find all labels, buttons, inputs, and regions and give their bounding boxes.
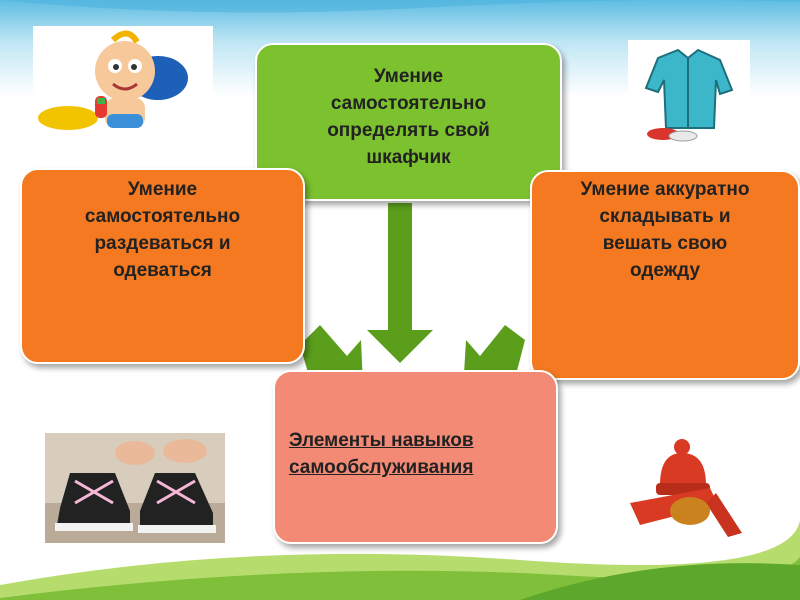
hat-and-scarf-icon [620, 433, 750, 541]
baby-with-toys-icon [33, 26, 213, 136]
skill-locker-box: Умение самостоятельно определять свой шк… [255, 43, 562, 201]
skill-dressing-box: Умение самостоятельно раздеваться и одев… [20, 168, 305, 364]
shirt-and-shoes-icon [628, 40, 750, 148]
skill-folding-text: Умение аккуратно складывать и вешать сво… [580, 179, 750, 281]
tying-sneakers-photo [45, 433, 225, 543]
self-service-elements-text: Элементы навыков самообслуживания [289, 430, 474, 478]
skill-locker-text: Умение самостоятельно определять свой шк… [327, 66, 490, 168]
skill-folding-box: Умение аккуратно складывать и вешать сво… [530, 170, 800, 380]
skill-dressing-text: Умение самостоятельно раздеваться и одев… [84, 179, 241, 281]
self-service-elements-box: Элементы навыков самообслуживания [273, 370, 558, 544]
